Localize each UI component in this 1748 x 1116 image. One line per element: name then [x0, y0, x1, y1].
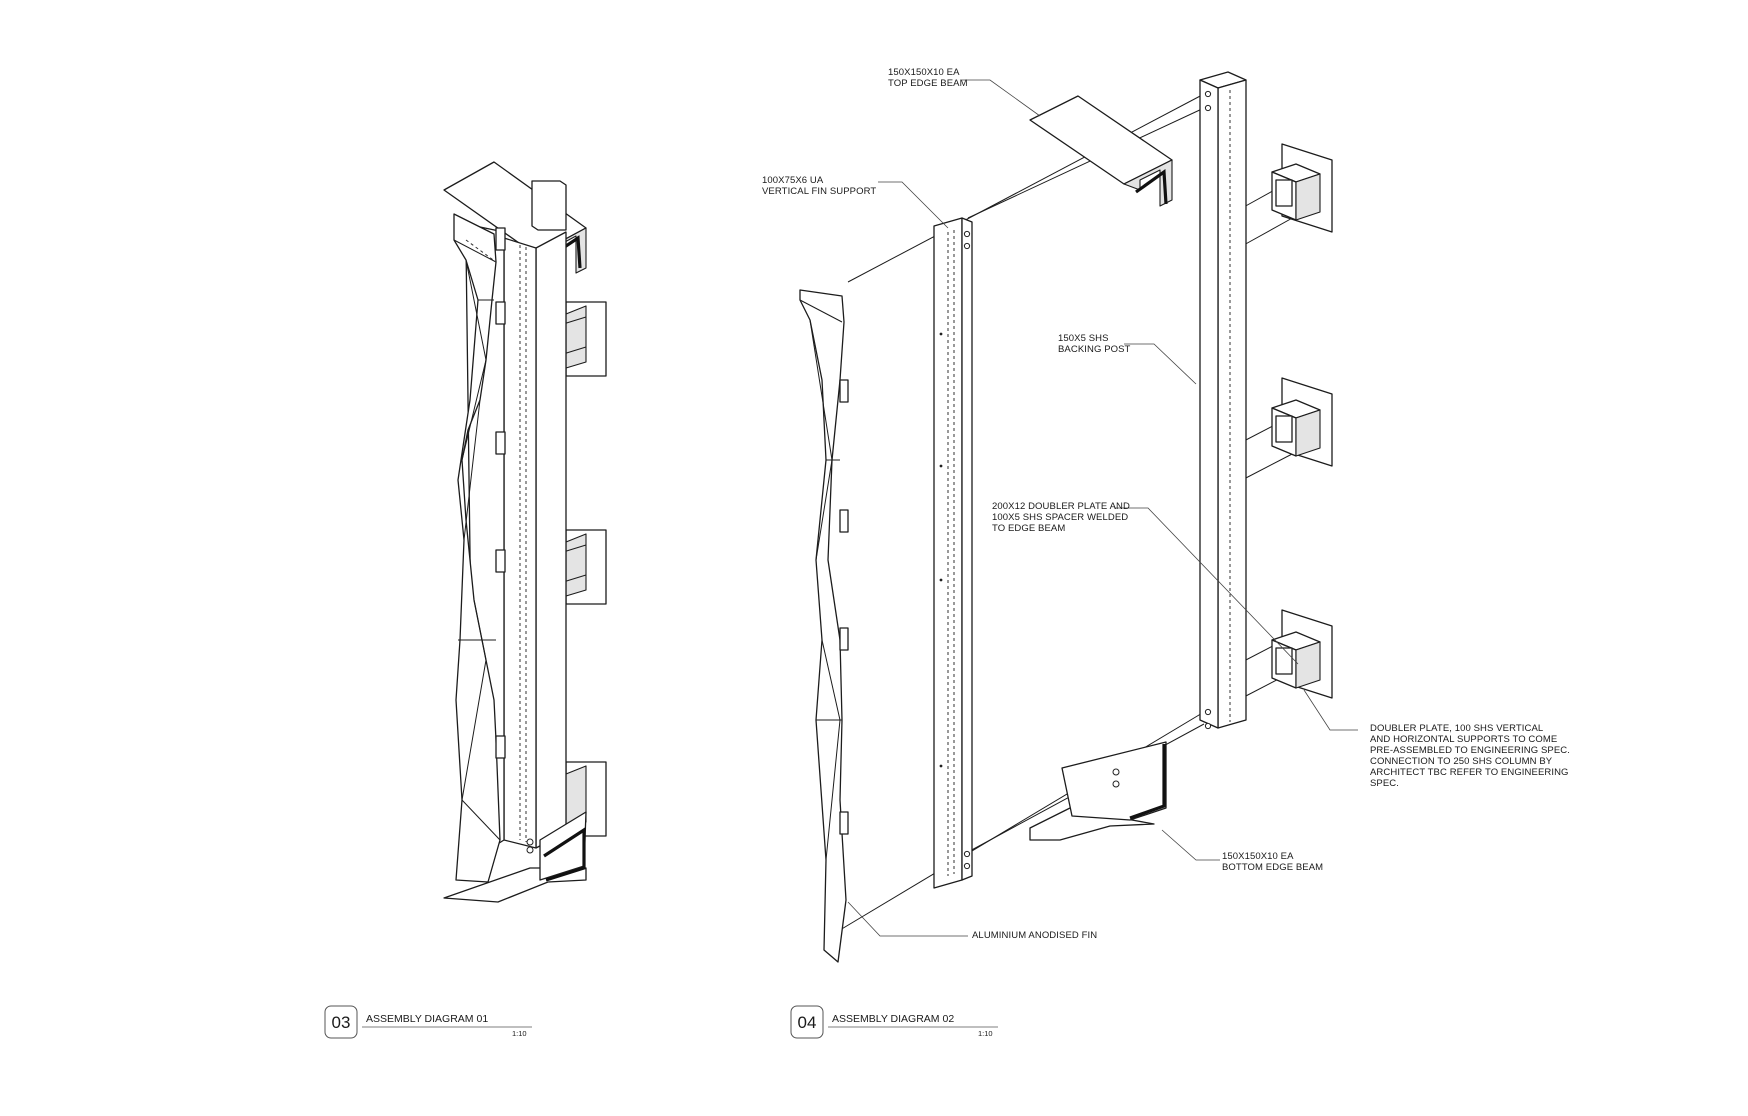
label-line: DOUBLER PLATE, 100 SHS VERTICAL	[1370, 723, 1543, 734]
diagram-scale: 1:10	[512, 1029, 527, 1038]
title-block-04: 04 ASSEMBLY DIAGRAM 02 1:10	[790, 1005, 998, 1039]
diagram-number: 03	[332, 1013, 351, 1032]
doubler-bracket-2	[1271, 377, 1333, 467]
label-bottom-edge-beam: 150X150X10 EA BOTTOM EDGE BEAM	[1222, 851, 1323, 873]
label-line: SPEC.	[1370, 778, 1399, 789]
label-line: ARCHITECT TBC REFER TO ENGINEERING	[1370, 767, 1569, 778]
backing-post	[1199, 71, 1247, 730]
label-line: BACKING POST	[1058, 344, 1131, 355]
label-line: TO EDGE BEAM	[992, 523, 1065, 534]
bottom-edge-beam	[1029, 741, 1167, 841]
label-line: 200X12 DOUBLER PLATE AND	[992, 501, 1130, 512]
top-edge-beam	[1029, 95, 1173, 207]
title-block-03: 03 ASSEMBLY DIAGRAM 01 1:10	[324, 1005, 532, 1039]
label-aluminium-fin: ALUMINIUM ANODISED FIN	[972, 930, 1097, 941]
leader-lines	[847, 79, 1358, 937]
label-vertical-fin-support: 100X75X6 UA VERTICAL FIN SUPPORT	[762, 175, 876, 197]
label-line: 100X5 SHS SPACER WELDED	[992, 512, 1128, 523]
side-bracket-1	[559, 301, 607, 377]
vertical-fin-support	[933, 217, 973, 889]
fin-clips-03	[495, 227, 506, 759]
label-line: BOTTOM EDGE BEAM	[1222, 862, 1323, 873]
label-top-edge-beam: 150X150X10 EA TOP EDGE BEAM	[888, 67, 968, 89]
assembly-diagram-01-drawing	[443, 161, 607, 903]
label-backing-post: 150X5 SHS BACKING POST	[1058, 333, 1131, 355]
doubler-bracket-3	[1271, 609, 1333, 699]
label-line: 100X75X6 UA	[762, 175, 824, 186]
diagram-number: 04	[798, 1013, 817, 1032]
label-doubler-plate-spacer: 200X12 DOUBLER PLATE AND 100X5 SHS SPACE…	[992, 501, 1130, 534]
diagram-title: ASSEMBLY DIAGRAM 02	[832, 1013, 954, 1025]
label-line: VERTICAL FIN SUPPORT	[762, 186, 876, 197]
label-line: TOP EDGE BEAM	[888, 78, 968, 89]
side-bracket-2	[559, 529, 607, 605]
diagram-title: ASSEMBLY DIAGRAM 01	[366, 1013, 488, 1025]
label-line: 150X150X10 EA	[1222, 851, 1294, 862]
diagram-scale: 1:10	[978, 1029, 993, 1038]
label-doubler-plate-note: DOUBLER PLATE, 100 SHS VERTICAL AND HORI…	[1370, 723, 1570, 789]
label-line: 150X5 SHS	[1058, 333, 1109, 344]
label-line: PRE-ASSEMBLED TO ENGINEERING SPEC.	[1370, 745, 1570, 756]
doubler-bracket-1	[1271, 143, 1333, 233]
label-line: AND HORIZONTAL SUPPORTS TO COME	[1370, 734, 1557, 745]
label-line: CONNECTION TO 250 SHS COLUMN BY	[1370, 756, 1553, 767]
label-line: 150X150X10 EA	[888, 67, 960, 78]
assembly-diagram-02-drawing	[799, 71, 1358, 963]
label-line: ALUMINIUM ANODISED FIN	[972, 930, 1097, 941]
aluminium-fin	[799, 289, 849, 963]
